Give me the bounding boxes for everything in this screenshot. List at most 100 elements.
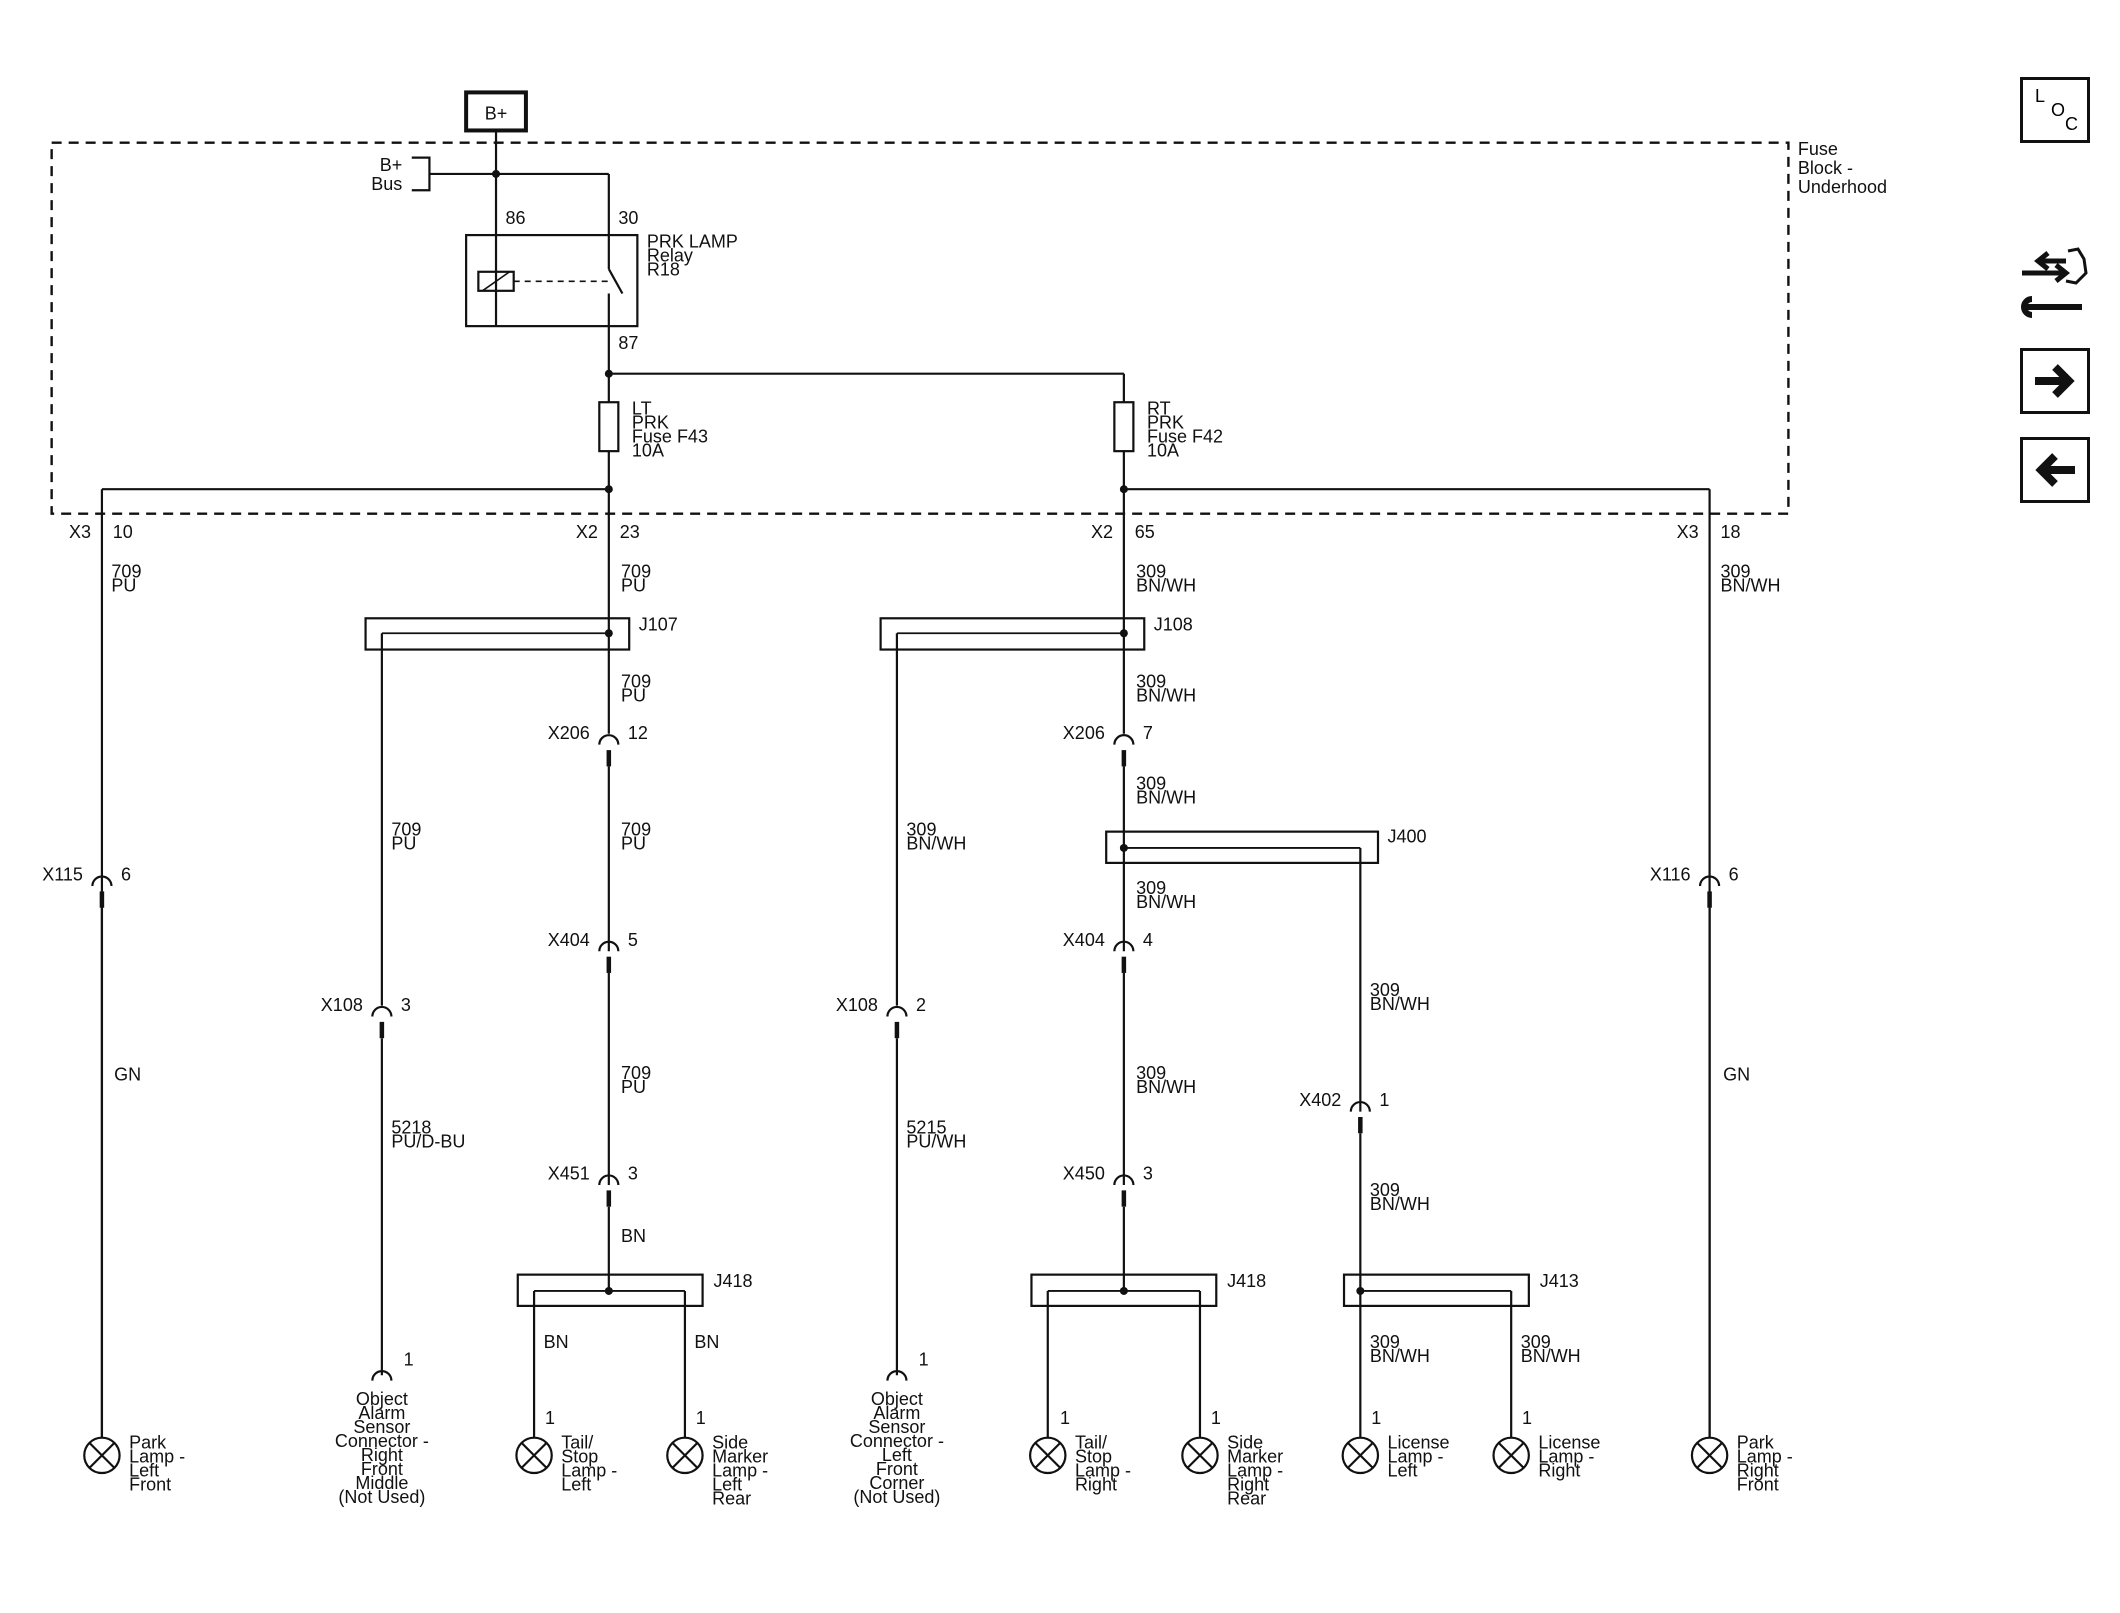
wire-label-13-line-1: BN/WH [1370, 994, 1430, 1014]
load-label-0-line-3: Front [129, 1475, 171, 1495]
wire-label-15-line-0: GN [1723, 1064, 1750, 1084]
inline-connector-9-pin: 3 [628, 1164, 638, 1184]
wire-label-18-line-0: 5218 [391, 1117, 431, 1137]
load-pin-3-line-0: 1 [696, 1408, 706, 1428]
wire-label-6-line-1: PU [391, 834, 416, 854]
load-label-2-line-1: Stop [561, 1447, 598, 1467]
wire-label-9-line-1: PU [621, 1077, 646, 1097]
wire-label-23: BN [694, 1332, 719, 1352]
inline-connector-1-arch [598, 734, 620, 745]
relay-pin-87: 87 [618, 333, 638, 353]
wire-label-24-line-1: BN/WH [1370, 1346, 1430, 1366]
load-label-0-line-0: Park [129, 1433, 167, 1453]
wire-label-2-line-0: 309 [1136, 562, 1166, 582]
load-label-9-line-2: Right [1737, 1461, 1779, 1481]
wire-label-21-line-0: BN [621, 1226, 646, 1246]
load-pin-1: 1 [919, 1350, 929, 1370]
output-connector-2-line-0: X2 [1091, 522, 1113, 542]
wire-label-19-line-1: PU/WH [906, 1131, 966, 1151]
wire-label-7-line-0: 309 [906, 820, 936, 840]
inline-connector-5-pin-line-0: 4 [1143, 930, 1153, 950]
inline-connector-6-pin-line-0: 3 [401, 995, 411, 1015]
load-label-2-line-2: Lamp - [561, 1461, 617, 1481]
inline-connector-6-arch [371, 1005, 393, 1017]
inline-connector-6-name: X108 [321, 995, 363, 1015]
previous-page-button[interactable] [2020, 437, 2090, 503]
splice-j413 [1342, 1273, 1530, 1307]
load-label-6-line-3: Right [1227, 1475, 1269, 1495]
inline-connector-3-name: X116 [1650, 865, 1691, 885]
left-fuse-label-line-1: PRK [632, 412, 669, 432]
fuse-block-label-line-1: Block - [1798, 158, 1853, 178]
lamp-9-cross [1696, 1442, 1723, 1469]
splice-j400-dot [1119, 843, 1128, 852]
inline-connector-4-name: X404 [548, 930, 590, 950]
load-label-8-line-0: License [1538, 1433, 1600, 1453]
fuse-block-boundary [50, 141, 1790, 515]
relay-pin-30-line-0: 30 [618, 208, 638, 228]
wire-label-9-line-0: 709 [621, 1063, 651, 1083]
splice-j108-label: J108 [1154, 615, 1193, 635]
loc-letter-o: O [2051, 100, 2066, 120]
load-label-3-line-2: Lamp - [712, 1461, 768, 1481]
inline-connector-9-name-line-0: X451 [548, 1164, 590, 1184]
inline-connector-10-name: X450 [1063, 1164, 1105, 1184]
wire-label-10-line-0: 309 [1136, 774, 1166, 794]
load-label-7-line-2: Left [1388, 1461, 1418, 1481]
load-label-5-line-3: Right [1075, 1475, 1117, 1495]
splice-j107-label: J107 [639, 615, 678, 635]
output-pin-2-line-0: 65 [1135, 522, 1155, 542]
right-fuse-label-line-1: PRK [1147, 412, 1184, 432]
inline-connector-6-pin: 3 [401, 995, 411, 1015]
wire-label-10-line-1: BN/WH [1136, 788, 1196, 808]
load-label-6-line-0: Side [1227, 1433, 1263, 1453]
inline-connector-2-name: X206 [1063, 723, 1105, 743]
left-fuse-label-line-3: 10A [632, 440, 664, 460]
load-label-4-line-4: Left [882, 1445, 912, 1465]
lamp-6-cross [1186, 1442, 1213, 1469]
inline-connector-10-name-line-0: X450 [1063, 1164, 1105, 1184]
inline-connector-4-pin: 5 [628, 930, 638, 950]
inline-connector-1-name: X206 [548, 723, 590, 743]
relay-coil-slash [481, 271, 511, 292]
load-label-3-line-1: Marker [712, 1447, 768, 1467]
sensor-terminal-1 [371, 1370, 393, 1381]
location-button[interactable]: L O C [2020, 77, 2090, 143]
wire-label-12-line-1: BN/WH [1136, 1077, 1196, 1097]
inline-connector-0-arch [91, 875, 113, 887]
load-pin-5: 1 [1211, 1408, 1221, 1428]
load-pin-7: 1 [1522, 1408, 1532, 1428]
inline-connector-7-name: X108 [836, 995, 878, 1015]
next-page-button[interactable] [2020, 348, 2090, 414]
inline-connector-4-pin-line-0: 5 [628, 930, 638, 950]
load-label-4-line-2: Sensor [868, 1417, 925, 1437]
component-view-button[interactable] [2018, 245, 2090, 329]
load-label-1-line-4: Right [361, 1445, 403, 1465]
bus-label-line-0: B+ [380, 155, 403, 175]
wire-label-25-line-1: BN/WH [1521, 1346, 1581, 1366]
output-connector-1-line-0: X2 [576, 522, 598, 542]
splice-j418-left [516, 1273, 704, 1307]
wire-label-12-line-0: 309 [1136, 1063, 1166, 1083]
previous-page-icon [2035, 453, 2075, 487]
lamp-2-cross [521, 1442, 548, 1469]
inline-connector-3-name-line-0: X116 [1650, 865, 1691, 885]
wire-label-7-line-1: BN/WH [906, 834, 966, 854]
output-pin-3-line-0: 18 [1720, 522, 1740, 542]
load-label-9-line-1: Lamp - [1737, 1447, 1793, 1467]
splice-j400-label: J400 [1388, 827, 1427, 847]
load-label-9-line-0: Park [1737, 1433, 1775, 1453]
inline-connector-10-pin: 3 [1143, 1164, 1153, 1184]
battery-source-label-line-0: B+ [485, 104, 508, 124]
wire-label-3-line-1: BN/WH [1720, 576, 1780, 596]
